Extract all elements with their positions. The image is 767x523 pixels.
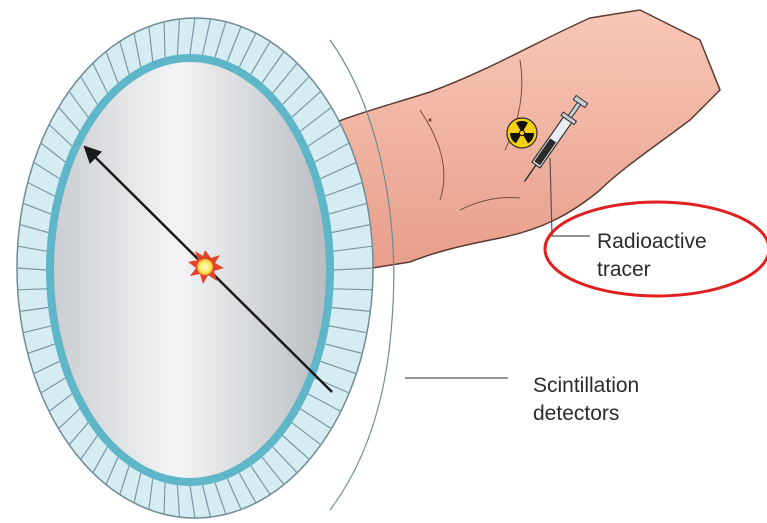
tracer-label-line2: tracer <box>597 258 651 281</box>
detectors-label-line2: detectors <box>533 402 619 425</box>
tracer-label-line1: Radioactive <box>597 230 707 253</box>
detectors-label-line1: Scintillation <box>533 374 639 397</box>
radiation-trefoil-icon <box>507 118 537 148</box>
annihilation-glow <box>197 259 213 275</box>
